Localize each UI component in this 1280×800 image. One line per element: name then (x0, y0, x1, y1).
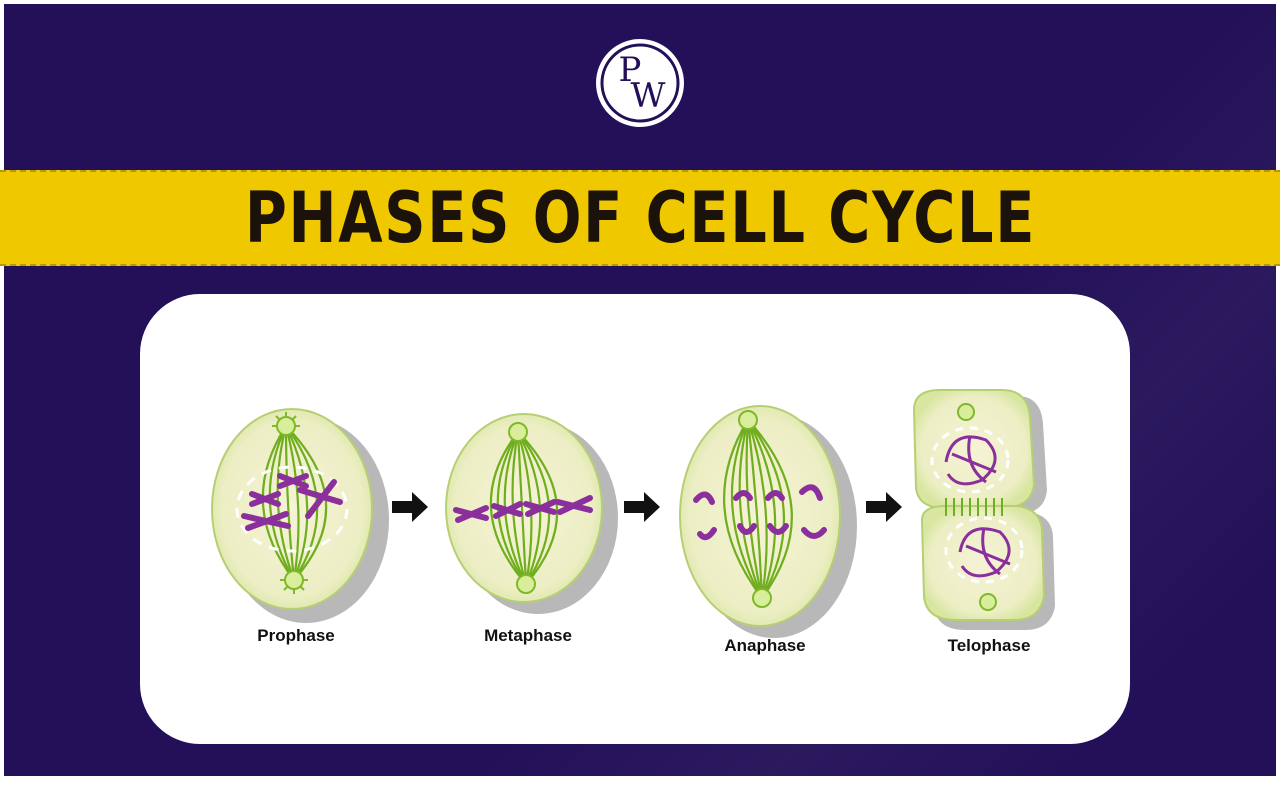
logo-letter-p: P (619, 50, 642, 90)
logo-letter-w: W (631, 76, 666, 116)
spindle-pole-top-icon (508, 422, 528, 442)
title-band: PHASES OF CELL CYCLE (0, 170, 1280, 266)
anaphase-chromosomes (693, 484, 827, 541)
arrow-right-icon (392, 492, 428, 522)
cell-cycle-diagram (211, 389, 1055, 638)
diagram-card: Prophase Metaphase Anaphase Telophase (140, 294, 1130, 744)
arrow-right-icon (624, 492, 660, 522)
spindle-pole-top-icon (738, 410, 758, 430)
centrosome-icon (957, 403, 975, 421)
arrow-right-icon (866, 492, 902, 522)
centrosome-icon (979, 593, 997, 611)
telophase-cell (912, 389, 1055, 630)
page-title: PHASES OF CELL CYCLE (244, 177, 1036, 259)
spindle-pole-bottom-icon (280, 570, 308, 594)
phase-label-prophase: Prophase (257, 626, 335, 645)
pw-logo: P W (596, 39, 684, 127)
telophase-top-daughter-cell (912, 389, 1036, 509)
spindle-pole-bottom-icon (752, 588, 772, 608)
phase-label-metaphase: Metaphase (484, 626, 572, 645)
phase-label-anaphase: Anaphase (724, 636, 806, 655)
midbody-microtubules (945, 498, 1003, 516)
spindle-pole-top-icon (272, 412, 300, 436)
spindle-pole-bottom-icon (516, 574, 536, 594)
metaphase-cell (445, 413, 618, 614)
telophase-chromatin (944, 435, 1011, 578)
metaphase-chromosomes (453, 495, 593, 523)
phase-label-telophase: Telophase (947, 636, 1031, 655)
prophase-chromosomes (241, 473, 343, 531)
anaphase-cell (679, 405, 857, 638)
prophase-cell (211, 408, 389, 623)
